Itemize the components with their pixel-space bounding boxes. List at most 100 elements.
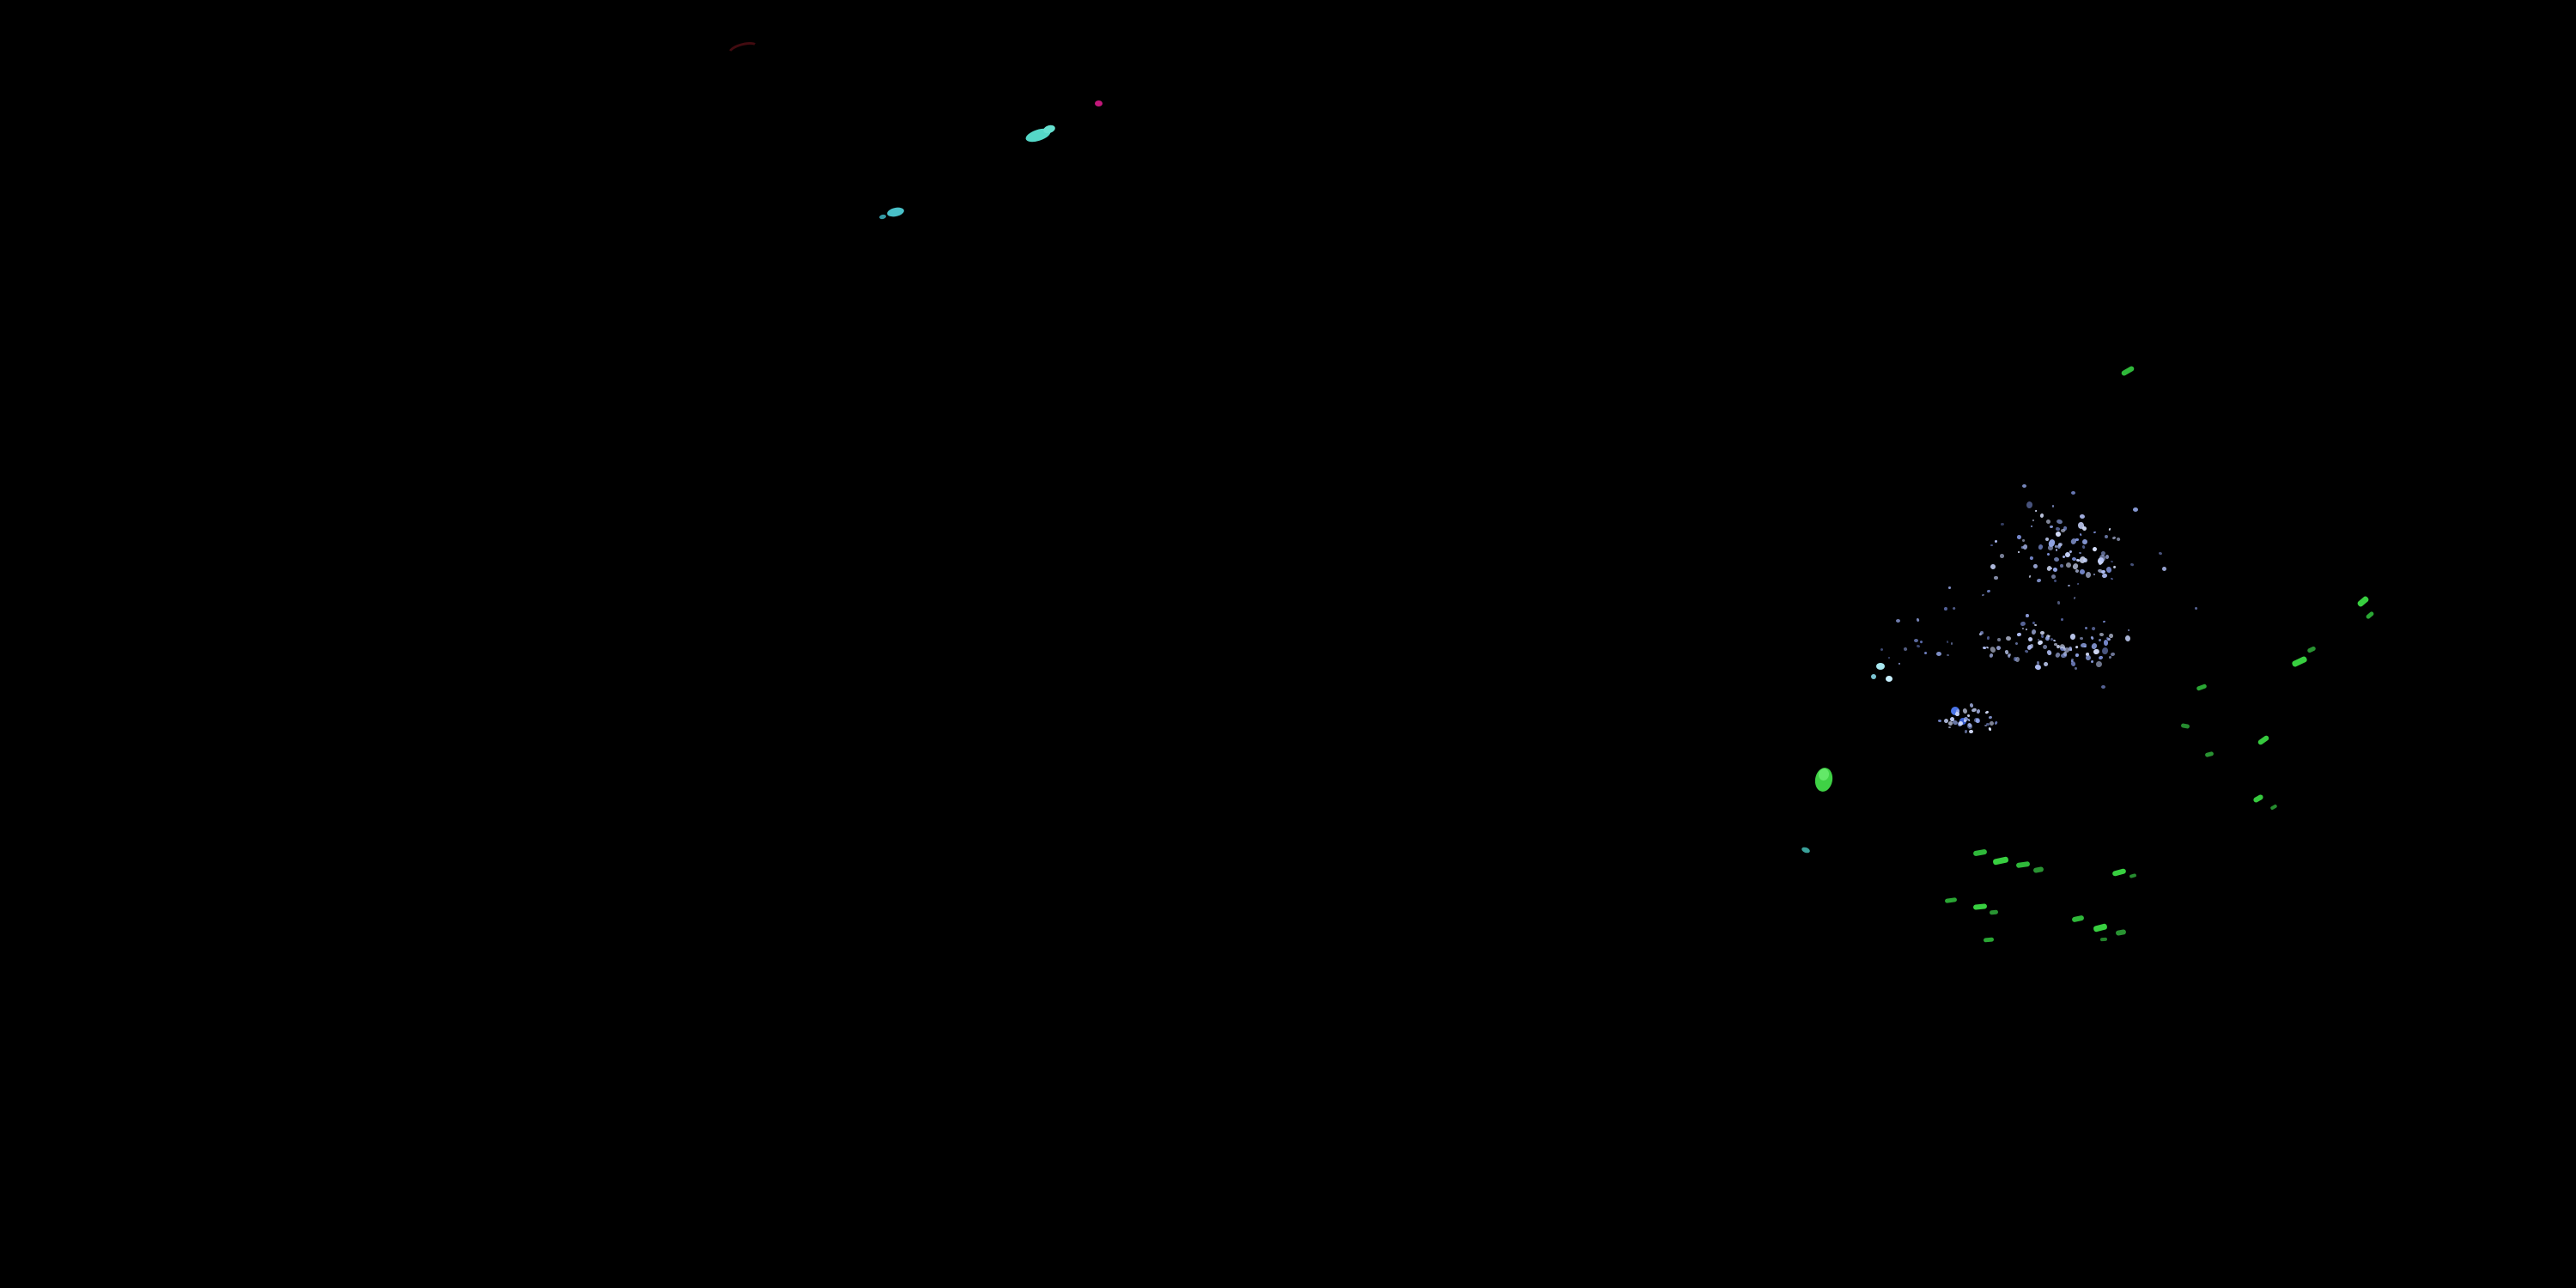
blue-field-lower-left-speck <box>1988 726 1992 732</box>
blue-field-lower-left-speck <box>1974 716 1982 724</box>
blue-scatter-halo-speck <box>2194 606 2197 610</box>
blue-field-mid-speck <box>2044 635 2050 641</box>
cyan-blob-b-tail <box>878 213 887 220</box>
blue-field-upper-speck <box>2065 562 2072 568</box>
blue-field-mid-speck <box>2090 641 2098 649</box>
green-dash-r6 <box>2180 722 2190 729</box>
blue-single-3 <box>2070 491 2075 495</box>
green-dash-b8 <box>1972 903 1988 910</box>
green-dash-r8 <box>2204 750 2215 757</box>
blue-field-upper-speck <box>2055 526 2060 532</box>
blue-field-mid-speck <box>2024 649 2029 654</box>
blue-field-mid-speck <box>2068 647 2073 652</box>
blue-field-lower-left-speck <box>1966 714 1971 718</box>
blue-field-mid-speck <box>2106 638 2111 641</box>
blue-scatter-halo-speck <box>2036 661 2040 665</box>
blue-field-upper-speck <box>2052 566 2058 572</box>
blue-field-upper-speck <box>2022 544 2027 550</box>
blue-scatter-halo-speck <box>1980 630 1984 635</box>
blue-field-lower-left-speck <box>1967 718 1971 722</box>
blue-field-mid-speck <box>1985 646 1989 649</box>
blue-field-lower-left-speck <box>1969 702 1974 708</box>
blue-field-upper-speck <box>2108 527 2111 531</box>
blue-field-mid-speck <box>2093 647 2100 655</box>
bright-cyan-dot-1 <box>1876 663 1885 670</box>
blue-field-mid-speck <box>1996 644 2002 651</box>
blue-field-mid-speck <box>2031 629 2037 635</box>
blue-field-lower-left-speck <box>1937 720 1941 723</box>
green-dash-b5 <box>2111 868 2127 877</box>
blue-field-mid-speck <box>2075 653 2080 657</box>
blue-field-upper-speck <box>2079 568 2086 574</box>
blue-field-mid-speck <box>2059 645 2066 651</box>
blue-scatter-halo-speck <box>2091 626 2096 631</box>
blue-field-mid-speck <box>2074 666 2078 670</box>
blue-field-upper-speck <box>2081 544 2087 549</box>
cyan-blob-a <box>1024 125 1053 144</box>
blue-scatter-halo-speck <box>2073 596 2077 600</box>
blue-field-upper-speck <box>2082 557 2089 563</box>
blue-scatter-halo-speck <box>1981 593 1985 598</box>
blue-field-upper-speck <box>2092 546 2098 553</box>
blue-scatter-halo-speck <box>2059 563 2063 568</box>
blue-field-upper-speck <box>2100 550 2107 556</box>
blue-field-lower-left-speck <box>1961 708 1968 715</box>
green-dash-r5 <box>2196 683 2208 691</box>
blue-field-upper-speck <box>2078 552 2082 555</box>
blue-field-mid-speck <box>2071 660 2074 663</box>
blue-field-upper-speck <box>2046 553 2050 556</box>
blue-field-lower-left-speck <box>1984 724 1988 727</box>
blue-single-5 <box>2100 685 2105 689</box>
blue-field-upper-speck <box>2050 567 2053 569</box>
blue-field-mid-speck <box>2094 659 2103 668</box>
blue-field-mid-speck <box>2090 659 2093 664</box>
green-dash-b2 <box>1992 855 2009 866</box>
blue-single-7 <box>1913 639 1918 642</box>
blue-field-upper-speck <box>2086 571 2092 579</box>
cyan-blob-a2 <box>1042 123 1057 135</box>
blue-field-upper-speck <box>2055 549 2058 552</box>
blue-field-upper-speck <box>2028 574 2032 579</box>
green-dash-b7 <box>1944 896 1958 903</box>
blue-field-upper-speck <box>2046 565 2053 572</box>
blue-field-upper-speck <box>2038 544 2044 550</box>
green-dash-r3 <box>2291 655 2308 667</box>
green-dash-b14 <box>2099 937 2108 942</box>
blue-field-mid-speck <box>2063 647 2071 654</box>
blue-field-mid-speck <box>2033 623 2037 627</box>
blue-field-upper-speck <box>2111 536 2117 540</box>
blue-scatter-left-speck <box>1951 641 1953 645</box>
blue-field-mid-speck <box>2054 643 2058 647</box>
blue-field-lower-left-speck <box>1943 718 1949 725</box>
blue-field-mid-speck <box>2083 645 2087 647</box>
blue-scatter-left-speck <box>1916 644 1921 648</box>
blue-field-mid-speck <box>2040 634 2044 638</box>
blue-field-mid-speck <box>2075 645 2079 649</box>
blue-field-mid-speck <box>2103 620 2106 623</box>
blue-field-lower-left-speck <box>1963 720 1966 723</box>
blue-field-upper-speck <box>2081 526 2087 532</box>
blue-field-lower-left-speck <box>1994 720 1999 726</box>
blue-field-lower-left-speck <box>1988 716 1993 720</box>
blue-scatter-left-speck <box>1903 647 1908 651</box>
blue-field-upper-speck <box>2056 519 2063 526</box>
blue-field-mid-speck <box>2045 635 2050 640</box>
blue-field-upper-speck <box>2079 532 2082 536</box>
blue-field-upper-speck <box>2057 542 2063 546</box>
blue-field-upper-speck <box>2057 543 2062 548</box>
blue-field-upper-speck <box>2072 562 2080 570</box>
blue-field-upper-speck <box>2026 501 2032 509</box>
green-dash-b4 <box>2032 866 2044 873</box>
blue-field-lower-left-speck <box>1973 717 1978 723</box>
green-dash-r1 <box>2356 594 2370 608</box>
blue-field-upper-speck <box>2077 521 2085 530</box>
blue-field-mid-speck <box>2108 633 2113 639</box>
blue-field-mid-speck <box>2014 656 2020 663</box>
blue-field-mid-speck <box>2071 659 2074 662</box>
blue-scatter-left-speck <box>1887 657 1890 659</box>
blue-field-lower-left-speck <box>1969 730 1974 734</box>
blue-field-mid-speck <box>1978 633 1982 636</box>
blue-field-lower-left-speck <box>1955 708 1960 714</box>
blue-field-upper-speck <box>2101 573 2107 579</box>
green-dash-b12 <box>2115 929 2127 936</box>
